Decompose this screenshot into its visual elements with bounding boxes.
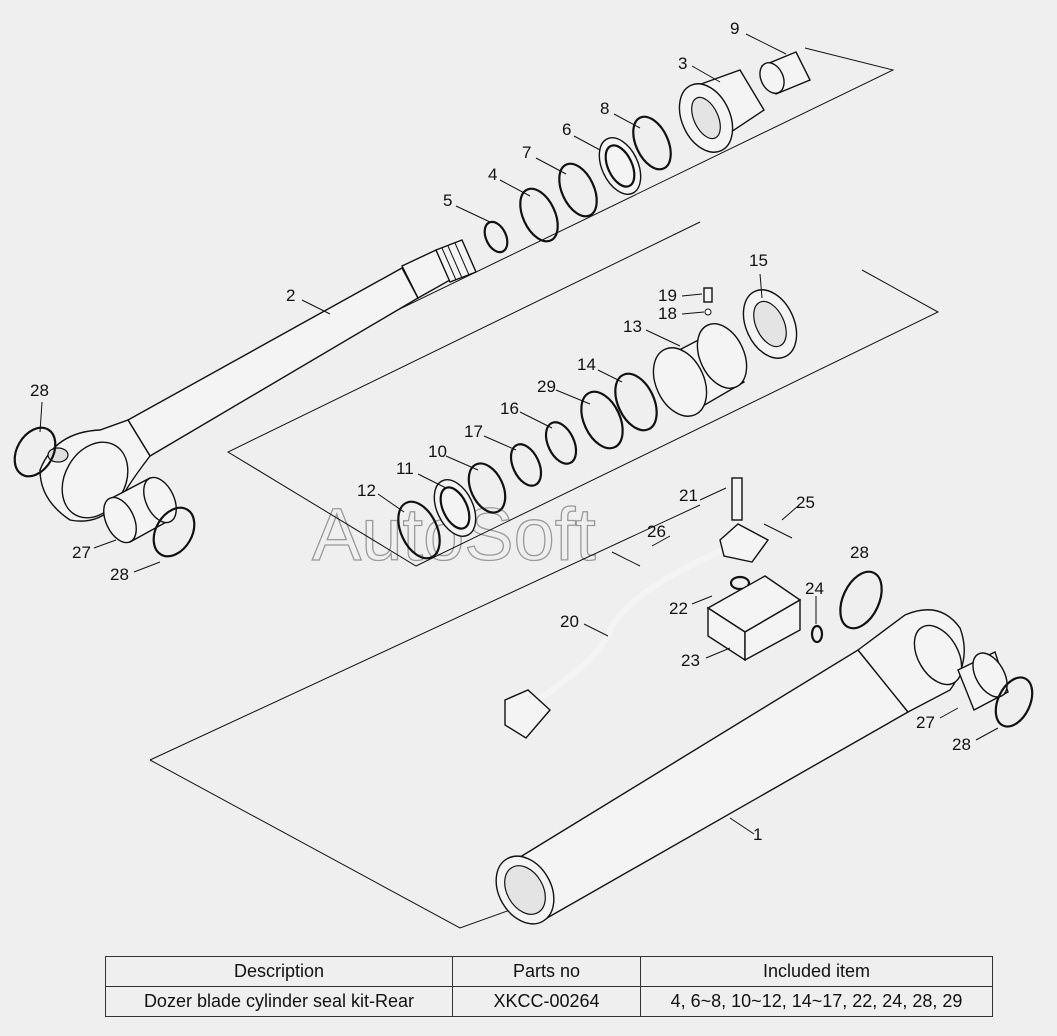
cell-parts-no: XKCC-00264	[452, 986, 641, 1017]
callout-18: 18	[658, 304, 677, 323]
assembly-outline	[149, 47, 940, 929]
callout-8: 8	[600, 99, 609, 118]
table-row: Dozer blade cylinder seal kit-Rear XKCC-…	[105, 986, 993, 1017]
piston-seals	[397, 287, 798, 560]
callout-28-top-right: 28	[110, 565, 129, 584]
callout-6: 6	[562, 120, 571, 139]
o-ring-28-top-left	[13, 426, 57, 478]
cylinder-tube	[495, 609, 1009, 925]
o-ring-28-bottom	[994, 676, 1034, 728]
callout-26: 26	[647, 522, 666, 541]
head-seals	[483, 51, 811, 254]
callout-25: 25	[796, 493, 815, 512]
callout-3: 3	[678, 54, 687, 73]
callout-15: 15	[749, 251, 768, 270]
callout-4: 4	[488, 165, 497, 184]
header-included-item: Included item	[640, 956, 993, 987]
callout-27-bottom: 27	[916, 713, 935, 732]
callout-7: 7	[522, 143, 531, 162]
callout-20: 20	[560, 612, 579, 631]
callout-17: 17	[464, 422, 483, 441]
callout-14: 14	[577, 355, 596, 374]
callout-23: 23	[681, 651, 700, 670]
o-ring-28-mid	[839, 570, 883, 630]
header-description: Description	[105, 956, 453, 987]
callout-22: 22	[669, 599, 688, 618]
callout-21: 21	[679, 486, 698, 505]
callouts: 1 2 3 4 5 6 7 8 9 10 11 12 13 14 15 16 1…	[30, 19, 971, 844]
leader-lines	[39, 33, 999, 835]
seal-kit-table: Description Parts no Included item Dozer…	[105, 956, 993, 1017]
callout-28-bottom: 28	[952, 735, 971, 754]
callout-19: 19	[658, 286, 677, 305]
cell-description: Dozer blade cylinder seal kit-Rear	[105, 986, 453, 1017]
callout-5: 5	[443, 191, 452, 210]
callout-12: 12	[357, 481, 376, 500]
pipe-and-valve-block	[504, 477, 824, 739]
callout-9: 9	[730, 19, 739, 38]
callout-27-top: 27	[72, 543, 91, 562]
callout-13: 13	[623, 317, 642, 336]
piston-rod	[39, 239, 477, 522]
callout-16: 16	[500, 399, 519, 418]
cell-included-item: 4, 6~8, 10~12, 14~17, 22, 24, 28, 29	[640, 986, 993, 1017]
callout-29: 29	[537, 377, 556, 396]
callout-10: 10	[428, 442, 447, 461]
callout-28-top-left: 28	[30, 381, 49, 400]
table-header-row: Description Parts no Included item	[105, 956, 993, 987]
header-parts-no: Parts no	[452, 956, 641, 987]
callout-1: 1	[753, 825, 762, 844]
callout-2: 2	[286, 286, 295, 305]
callout-24: 24	[805, 579, 824, 598]
callout-11: 11	[396, 459, 414, 478]
callout-28-mid: 28	[850, 543, 869, 562]
o-ring-28-top-right	[152, 506, 196, 558]
